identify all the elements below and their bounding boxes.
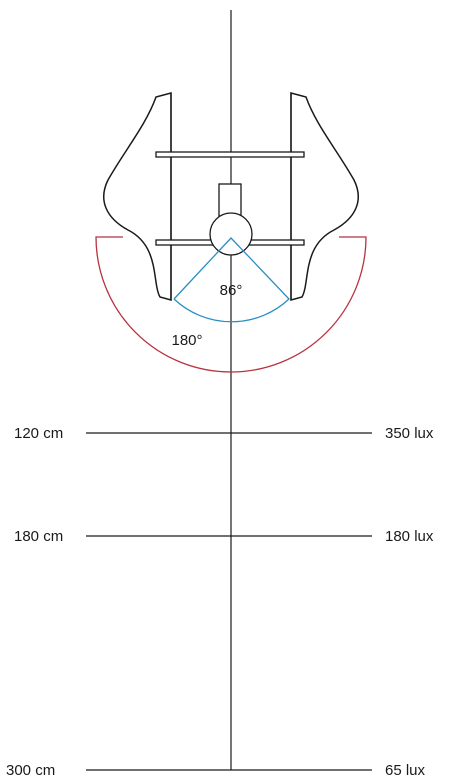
spread-angle-label: 180° bbox=[171, 332, 202, 349]
beam-angle-arc bbox=[173, 237, 290, 323]
distance-label: 180 cm bbox=[14, 528, 63, 545]
distance-label: 120 cm bbox=[14, 425, 63, 442]
illuminance-label: 65 lux bbox=[385, 762, 426, 779]
frame-crossbar-upper bbox=[155, 151, 305, 158]
lamp-bulb bbox=[209, 212, 253, 256]
lamp-shade-left bbox=[103, 92, 172, 301]
lamp-shade-right bbox=[290, 92, 359, 301]
spread-angle-arc bbox=[95, 236, 367, 373]
beam-angle-label: 86° bbox=[220, 282, 243, 299]
illuminance-label: 180 lux bbox=[385, 528, 434, 545]
lamp-socket bbox=[218, 183, 242, 217]
distance-label: 300 cm bbox=[6, 762, 55, 779]
illuminance-label: 350 lux bbox=[385, 425, 434, 442]
